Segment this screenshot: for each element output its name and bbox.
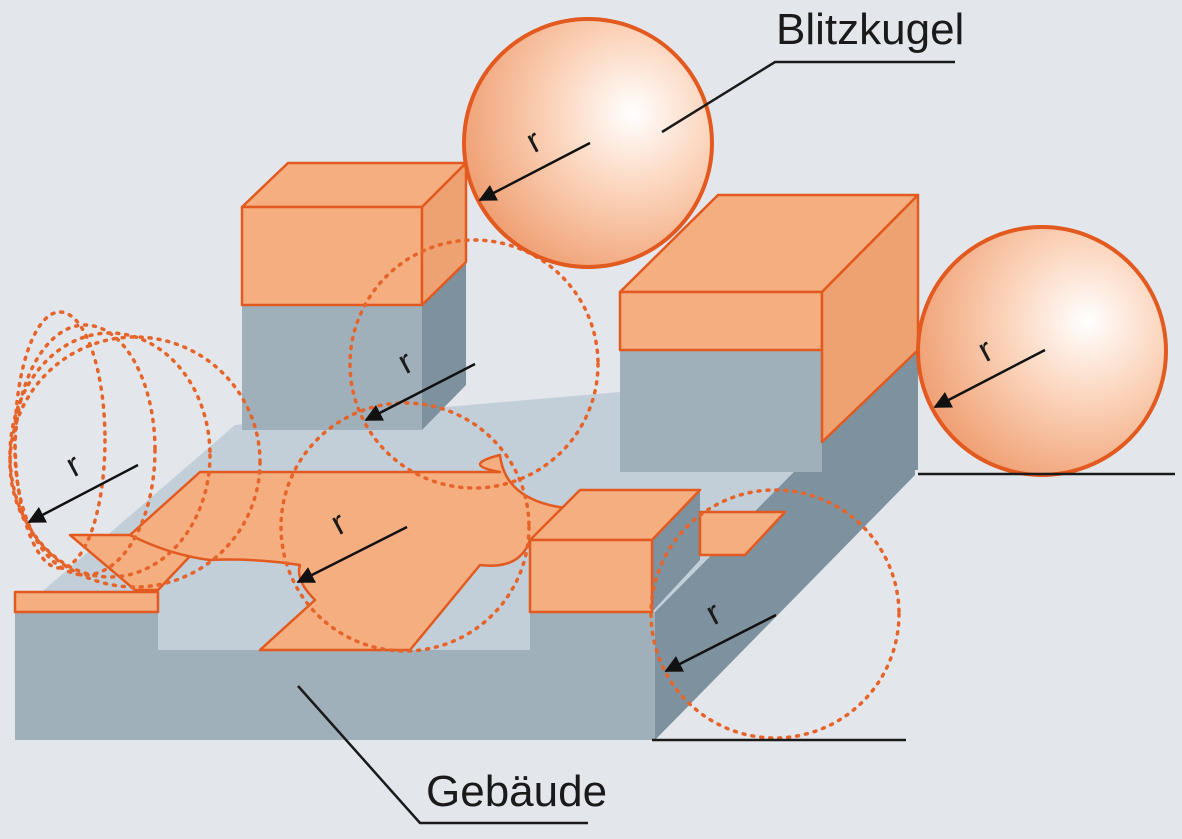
sphere-trace-right <box>649 488 901 740</box>
building-label: Gebäude <box>426 767 607 816</box>
radius-arrow-center <box>296 525 408 584</box>
sphere-trace-center <box>279 401 531 653</box>
block-small-front <box>528 538 654 614</box>
radius-arrow-right <box>933 348 1046 409</box>
tower-left-cap-side <box>420 161 468 307</box>
ground-lines <box>652 472 1175 742</box>
block-small-side <box>652 490 700 612</box>
tower-right-cap-front <box>618 290 824 352</box>
zone-central <box>128 453 567 652</box>
sphere-trace-left-2 <box>13 323 157 577</box>
sphere-trace-center-top <box>348 238 600 490</box>
radius-arrow-top <box>478 141 591 202</box>
zone-left-ledge-top <box>13 590 160 614</box>
tower-left-cap-front <box>240 205 424 307</box>
sphere-positions <box>8 238 901 740</box>
building-leader-line <box>297 685 588 825</box>
zone-right-strip <box>698 510 787 557</box>
radius-arrow-left <box>27 463 139 524</box>
radius-arrow-right-lower <box>664 613 777 673</box>
protected-zones <box>13 453 787 652</box>
callouts: Blitzkugel Gebäude <box>297 5 964 825</box>
tower-left-side <box>422 262 466 430</box>
radius-arrows <box>27 141 1046 673</box>
tower-right-front <box>620 350 822 472</box>
sphere-trace-left-4 <box>8 335 262 589</box>
sphere-label: Blitzkugel <box>776 5 964 54</box>
sphere-leader-line <box>661 60 955 134</box>
radius-label-left: r <box>60 446 88 485</box>
radius-arrow-center-top <box>364 362 476 422</box>
tower-left-front <box>242 305 422 430</box>
roof-tops <box>240 161 920 614</box>
